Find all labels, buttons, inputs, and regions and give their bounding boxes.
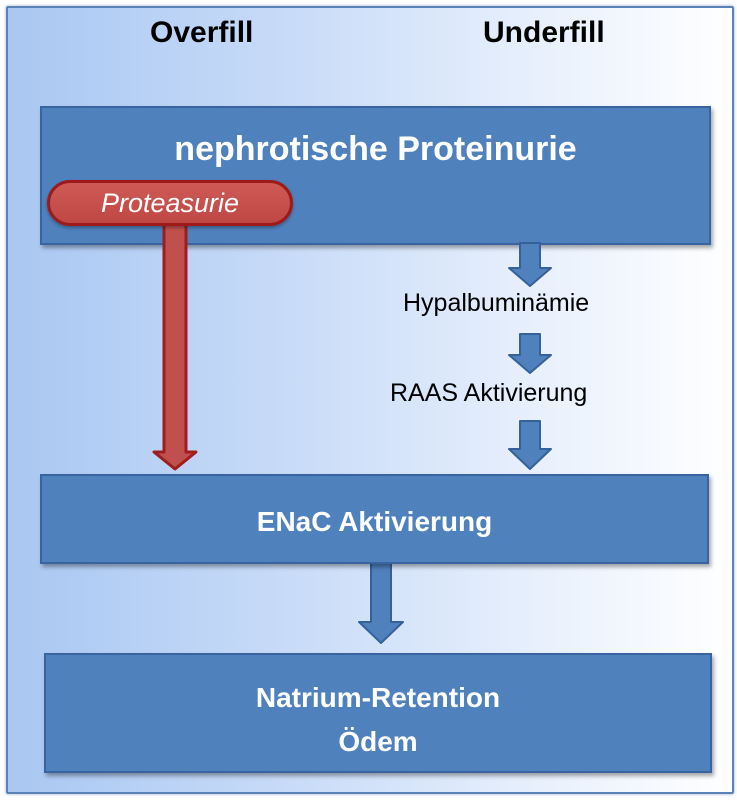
box-sodium-retention-text: Natrium-Retention Ödem [46,676,710,764]
blue-arrow-1 [508,242,552,287]
edema-label: Ödem [338,726,418,757]
blue-arrow-2 [508,333,552,374]
box-nephrotic-proteinuria-label: nephrotische Proteinurie [174,130,577,168]
raas-activation-label: RAAS Aktivierung [390,379,588,407]
header-overfill: Overfill [150,16,254,49]
box-enac-activation-label: ENaC Aktivierung [256,506,493,537]
blue-arrow-4 [358,561,404,644]
blue-arrow-3 [508,420,552,470]
red-arrow [152,222,198,471]
sodium-retention-label: Natrium-Retention [255,682,501,713]
proteasuria-pill: Proteasurie [47,180,293,226]
header-underfill: Underfill [483,16,605,49]
hypalbuminemia-label: Hypalbuminämie [403,289,590,317]
box-sodium-retention: Natrium-Retention Ödem [44,653,712,773]
box-enac-activation: ENaC Aktivierung [40,474,709,564]
